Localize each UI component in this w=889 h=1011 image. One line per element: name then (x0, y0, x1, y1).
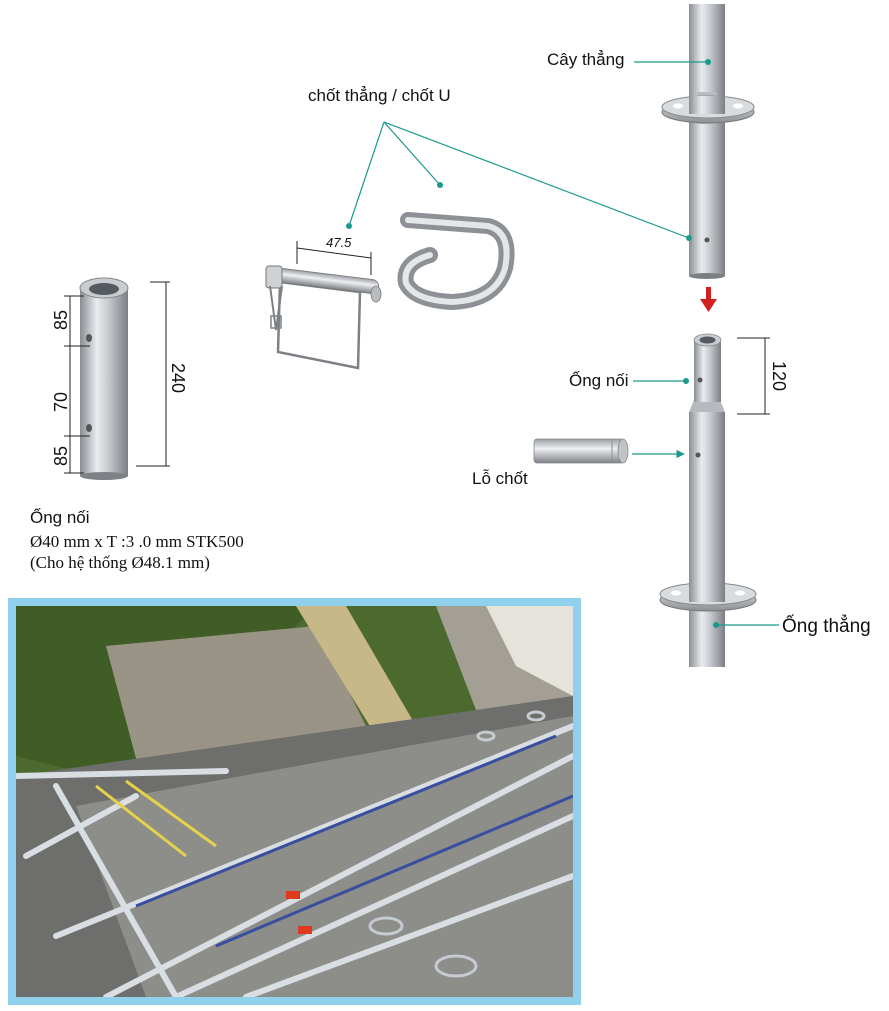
pin-dimension (296, 241, 372, 275)
connector-hole-lower (86, 424, 92, 432)
spec-line-2: (Cho hệ thống Ø48.1 mm) (30, 553, 210, 572)
dim-pin-width: 47.5 (326, 235, 352, 250)
label-upright: Cây thẳng (547, 50, 625, 69)
scaffold-photo-frame (8, 598, 581, 1005)
spec-title: Ống nối (30, 508, 90, 527)
leader-lines (348, 61, 779, 626)
connector-dimension-right (136, 281, 170, 467)
rosette-upper (661, 95, 755, 124)
leader-dots (346, 59, 719, 628)
insert-arrow (700, 287, 717, 312)
connector-tube-bore (89, 283, 119, 295)
upright-tube (689, 4, 725, 276)
label-standard: Ống thẳng (782, 615, 871, 637)
insert-dimension (737, 337, 770, 415)
label-pin-hole: Lỗ chốt (472, 469, 528, 488)
rosette-lower (659, 582, 757, 612)
dim-seg-mid: 70 (51, 392, 71, 412)
upright-standard (661, 4, 755, 279)
dim-seg-bottom: 85 (51, 446, 71, 466)
connector-tube-body (80, 286, 128, 476)
connector-dimension-left (64, 295, 90, 474)
standard-tube (689, 412, 725, 667)
label-connector: Ống nối (569, 370, 629, 390)
spring-pin (533, 438, 629, 464)
inserted-connector (694, 340, 721, 402)
label-pins: chốt thẳng / chốt U (308, 86, 451, 105)
connector-tube-bottom (80, 472, 128, 480)
assembly-standard (659, 333, 757, 667)
dim-seg-top: 85 (51, 310, 71, 330)
connector-hole-upper (86, 334, 92, 342)
connector-spec: Ống nối Ø40 mm x T :3 .0 mm STK500 (Cho … (30, 507, 330, 573)
spec-line-1: Ø40 mm x T :3 .0 mm STK500 (30, 532, 244, 551)
connector-tube (79, 277, 129, 480)
dim-insert-length: 120 (769, 361, 789, 391)
dim-total-length: 240 (168, 363, 188, 393)
straight-pin (265, 265, 382, 370)
scaffold-photo (16, 606, 573, 997)
